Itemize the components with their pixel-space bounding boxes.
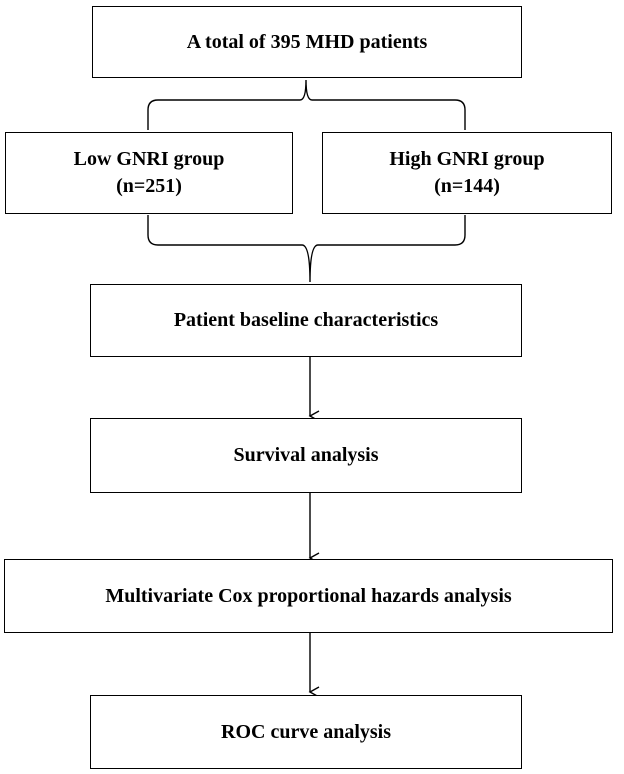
split-brace	[147, 79, 466, 130]
low-gnri-group-count: (n=251)	[116, 175, 182, 197]
merge-brace	[147, 215, 466, 283]
survival-analysis-label: Survival analysis	[233, 444, 379, 466]
low-gnri-group-box: Low GNRI group (n=251)	[5, 132, 293, 214]
high-gnri-group-box: High GNRI group (n=144)	[322, 132, 612, 214]
roc-analysis-box: ROC curve analysis	[90, 695, 522, 769]
high-gnri-group-name: High GNRI group	[389, 148, 545, 170]
high-gnri-group-count: (n=144)	[434, 175, 500, 197]
baseline-characteristics-box: Patient baseline characteristics	[90, 284, 522, 357]
cox-analysis-label: Multivariate Cox proportional hazards an…	[105, 584, 512, 607]
low-gnri-group-name: Low GNRI group	[73, 148, 225, 170]
total-patients-label: A total of 395 MHD patients	[186, 30, 428, 53]
roc-analysis-label: ROC curve analysis	[221, 720, 391, 743]
survival-analysis-box: Survival analysis	[90, 418, 522, 493]
baseline-characteristics-label: Patient baseline characteristics	[173, 309, 439, 331]
cox-analysis-box: Multivariate Cox proportional hazards an…	[4, 559, 613, 633]
total-patients-box: A total of 395 MHD patients	[92, 6, 522, 78]
